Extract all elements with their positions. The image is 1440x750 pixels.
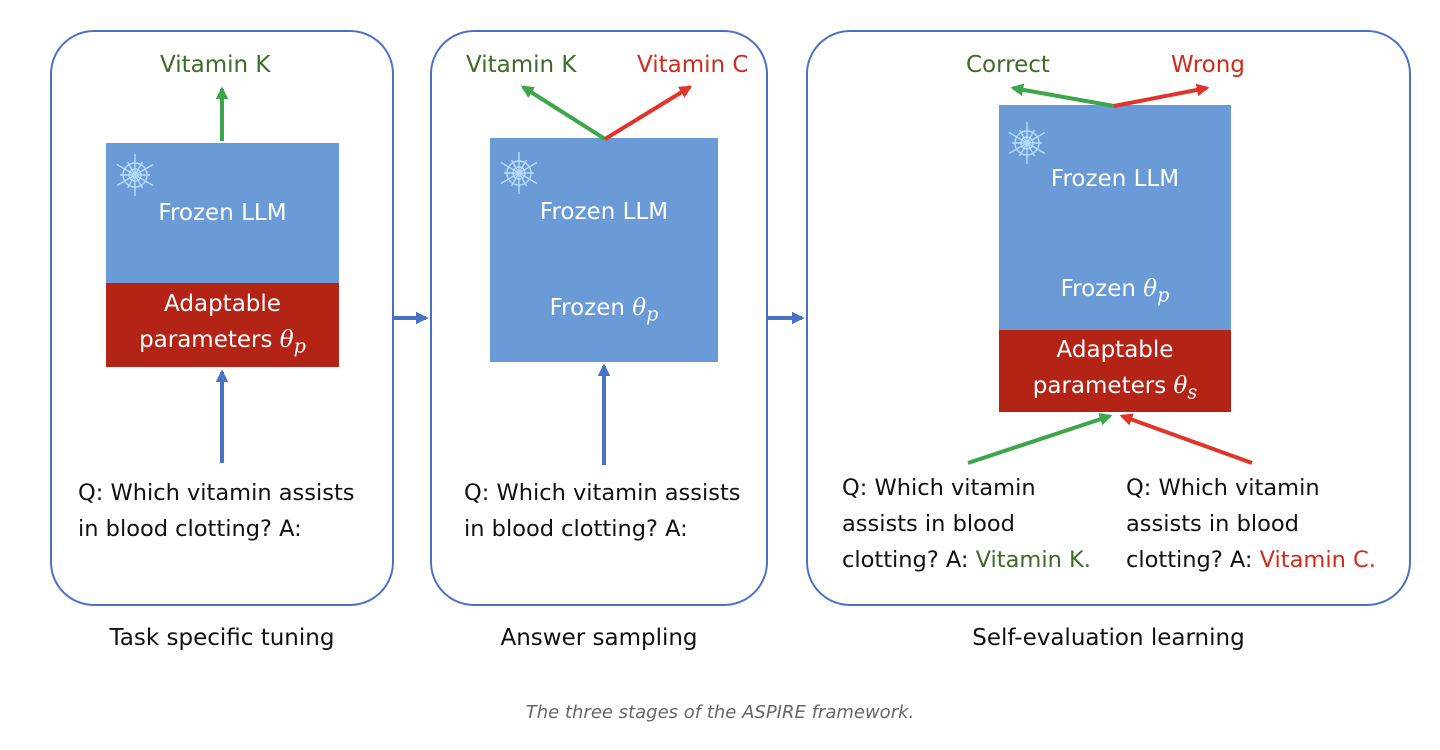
stage-caption: Answer sampling (500, 625, 698, 651)
adaptable-parameters-block: Adaptable parameters θp (106, 283, 339, 367)
stage-caption: Self-evaluation learning (972, 625, 1245, 651)
adaptable-label: Adaptable (1056, 336, 1174, 363)
figure-caption: The three stages of the ASPIRE framework… (525, 702, 915, 723)
frozen-llm-block: Frozen LLM (106, 143, 339, 283)
adaptable-parameters-block: Adaptable parameters θs (999, 330, 1231, 412)
frozen-llm-block: Frozen LLM Frozen θp (490, 138, 718, 362)
theta-subscript: p (1157, 283, 1170, 307)
output-arrow-left (520, 85, 607, 141)
theta-subscript: p (646, 302, 659, 326)
output-label-vitamin-c: Vitamin C (637, 52, 749, 78)
question-text: Q: Which vitamin assists in blood clotti… (78, 480, 355, 542)
frozen-llm-label: Frozen LLM (158, 200, 287, 226)
output-label-wrong: Wrong (1171, 52, 1245, 78)
output-label-vitamin-k: Vitamin K (466, 52, 577, 78)
adaptable-label: Adaptable (164, 290, 281, 317)
snowflake-icon (500, 152, 538, 194)
frozen-llm-label: Frozen LLM (539, 199, 669, 225)
input-arrow-correct (967, 413, 1113, 465)
answer-vitamin-c: Vitamin C. (1259, 547, 1376, 573)
answer-vitamin-k: Vitamin K. (975, 547, 1091, 573)
question-text: Q: Which vitamin assists in blood clotti… (464, 480, 741, 542)
frozen-llm-label: Frozen LLM (1050, 166, 1180, 192)
output-arrow-right (603, 85, 693, 141)
theta-subscript: p (293, 334, 306, 358)
output-arrow-right (1113, 83, 1210, 108)
output-label-correct: Correct (966, 52, 1050, 78)
stage-caption: Task specific tuning (109, 625, 335, 651)
parameters-label: parameters θs (1032, 372, 1198, 404)
question-text-wrong: Q: Which vitamin assists in blood clotti… (1126, 475, 1376, 573)
question-text-correct: Q: Which vitamin assists in blood clotti… (842, 475, 1091, 573)
input-arrow-wrong (1119, 413, 1253, 465)
output-arrow-left (1010, 83, 1115, 108)
parameters-label: parameters θp (139, 326, 306, 358)
frozen-theta-label: Frozen θp (549, 295, 659, 326)
snowflake-icon (116, 154, 154, 196)
theta-subscript: s (1187, 380, 1198, 404)
output-label-vitamin-k: Vitamin K (160, 52, 271, 78)
snowflake-icon (1008, 122, 1046, 164)
frozen-theta-label: Frozen θp (1060, 276, 1170, 307)
